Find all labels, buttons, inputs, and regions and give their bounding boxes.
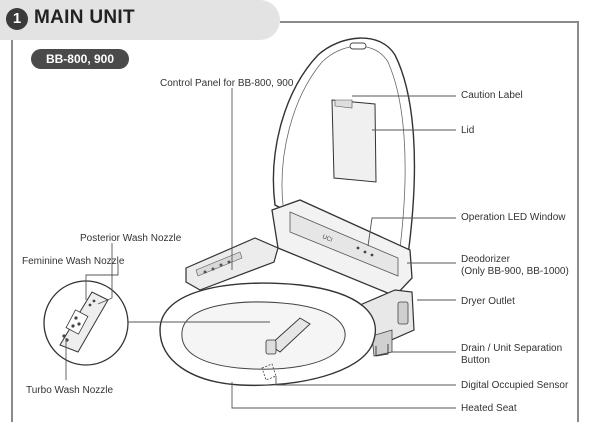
frame-border: [280, 21, 579, 422]
label-drain-button: Drain / Unit Separation: [461, 343, 563, 354]
leader-lines: [65, 88, 456, 409]
seat-opening: [181, 301, 346, 370]
occupied-sensor-outline: [261, 363, 277, 381]
dryer-outlet-grille: [397, 301, 409, 325]
label-feminine-nozzle: Feminine Wash Nozzle: [22, 256, 125, 267]
label-occupied-sensor: Digital Occupied Sensor: [461, 380, 569, 391]
operation-led-indicator: [356, 246, 360, 250]
label-control-panel: Control Panel for BB-800, 900: [160, 78, 294, 89]
label-posterior-nozzle: Posterior Wash Nozzle: [80, 233, 182, 244]
section-number-badge: 1: [6, 8, 28, 30]
brand-mark: UCI: [321, 234, 333, 244]
label-deodorizer: Deodorizer: [461, 254, 510, 265]
lid-hinge-badge: [349, 42, 367, 50]
label-operation-led: Operation LED Window: [461, 212, 566, 223]
section-title: MAIN UNIT: [34, 7, 135, 28]
label-lid: Lid: [461, 125, 475, 136]
model-badge: BB-800, 900: [31, 49, 129, 69]
section-header-band: [0, 0, 280, 40]
label-caution: Caution Label: [461, 90, 523, 101]
wash-nozzle-arm: [269, 317, 311, 353]
label-heated-seat: Heated Seat: [461, 403, 517, 414]
label-deodorizer-models: (Only BB-900, BB-1000): [461, 266, 569, 277]
label-turbo-nozzle: Turbo Wash Nozzle: [26, 385, 114, 396]
label-dryer-outlet: Dryer Outlet: [461, 296, 515, 307]
label-drain-button-2: Button: [461, 355, 490, 366]
caution-label-shape: [331, 99, 377, 183]
